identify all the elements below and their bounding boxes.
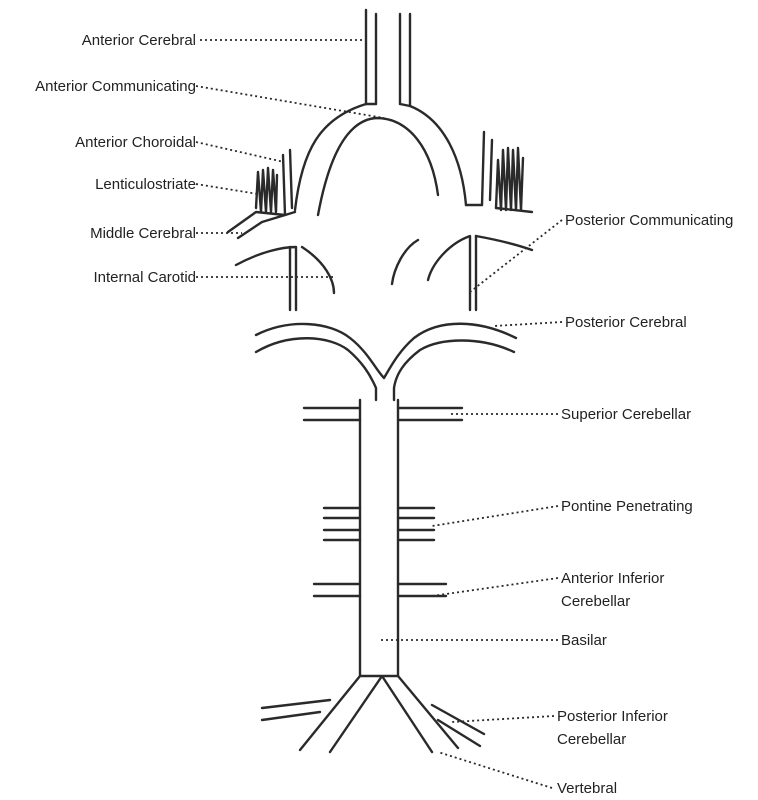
right-lenticulostriate-vessels xyxy=(482,132,523,210)
left-lenticulostriate-vessels xyxy=(256,168,277,212)
anterior-communicating-vessel xyxy=(366,104,410,106)
label-lenticulostriate: Lenticulostriate xyxy=(95,176,196,193)
label-posterior-cerebral: Posterior Cerebral xyxy=(565,314,687,331)
superior-cerebellar-vessel xyxy=(304,408,462,420)
anterior-arch-inner xyxy=(318,118,438,215)
label-anterior-communicating: Anterior Communicating xyxy=(35,78,196,95)
labels: Anterior Cerebral Anterior Communicating… xyxy=(35,32,733,797)
label-anterior-cerebral: Anterior Cerebral xyxy=(82,32,196,49)
vertebral-vessel xyxy=(300,676,458,752)
pontine-penetrating-vessels xyxy=(324,508,434,540)
label-vertebral: Vertebral xyxy=(557,780,617,797)
label-anterior-choroidal: Anterior Choroidal xyxy=(75,134,196,151)
posterior-communicating-vessel xyxy=(290,236,476,310)
label-posterior-inferior-cerebellar-line1: Posterior Inferior xyxy=(557,708,668,725)
basilar-vessel xyxy=(360,400,398,676)
label-superior-cerebellar: Superior Cerebellar xyxy=(561,406,691,423)
label-posterior-inferior-cerebellar-line2: Cerebellar xyxy=(557,731,626,748)
left-anterior-choroidal-vessel xyxy=(283,150,292,215)
label-middle-cerebral: Middle Cerebral xyxy=(90,225,196,242)
label-internal-carotid: Internal Carotid xyxy=(93,269,196,286)
label-anterior-inferior-cerebellar-line1: Anterior Inferior xyxy=(561,570,664,587)
label-pontine-penetrating: Pontine Penetrating xyxy=(561,498,693,515)
label-posterior-communicating: Posterior Communicating xyxy=(565,212,733,229)
left-middle-cerebral-vessel xyxy=(228,212,295,238)
anterior-arch-outer xyxy=(295,104,466,210)
anterior-cerebral-vessel xyxy=(366,10,410,106)
anterior-inferior-cerebellar-vessel xyxy=(314,584,446,596)
label-anterior-inferior-cerebellar-line2: Cerebellar xyxy=(561,593,630,610)
right-internal-carotid-vessel xyxy=(392,236,532,310)
posterior-cerebral-vessel xyxy=(256,324,516,400)
left-internal-carotid-vessel xyxy=(236,247,334,310)
label-basilar: Basilar xyxy=(561,632,607,649)
